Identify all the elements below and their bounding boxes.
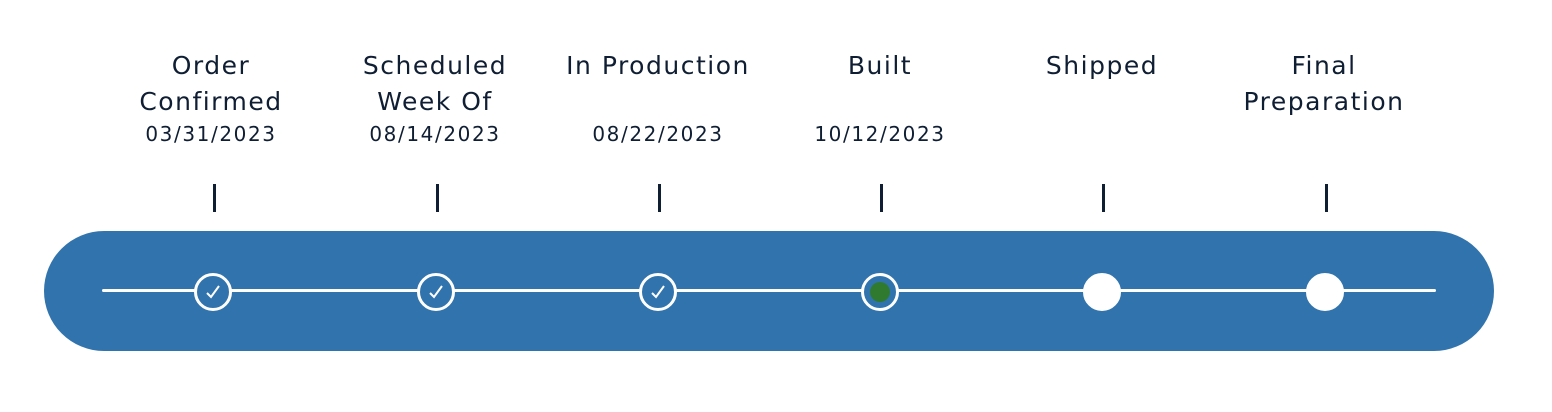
step-tick — [658, 184, 661, 212]
step-label: Shipped — [1045, 51, 1159, 80]
checkmark-icon — [194, 273, 232, 311]
step-label: In Production — [566, 51, 750, 80]
checkmark-icon — [417, 273, 455, 311]
empty-node-icon — [1083, 273, 1121, 311]
current-step-dot — [870, 282, 890, 302]
checkmark-icon — [639, 273, 677, 311]
step-date: 08/22/2023 — [592, 122, 724, 146]
step-tick — [213, 184, 216, 212]
progress-line — [102, 289, 1436, 292]
step-date — [987, 122, 1217, 146]
step-date: 10/12/2023 — [814, 122, 946, 146]
step-tick — [1325, 184, 1328, 212]
step-tick — [880, 184, 883, 212]
step-in-production: In Production 08/22/2023 — [543, 48, 773, 146]
current-dot-icon — [861, 273, 899, 311]
step-date: 03/31/2023 — [145, 122, 277, 146]
step-date — [1209, 122, 1439, 146]
empty-node-icon — [1306, 273, 1344, 311]
step-label: Built — [847, 51, 913, 80]
step-shipped: Shipped — [987, 48, 1217, 146]
step-tick — [436, 184, 439, 212]
step-built: Built 10/12/2023 — [765, 48, 995, 146]
step-tick — [1102, 184, 1105, 212]
step-date: 08/14/2023 — [369, 122, 501, 146]
